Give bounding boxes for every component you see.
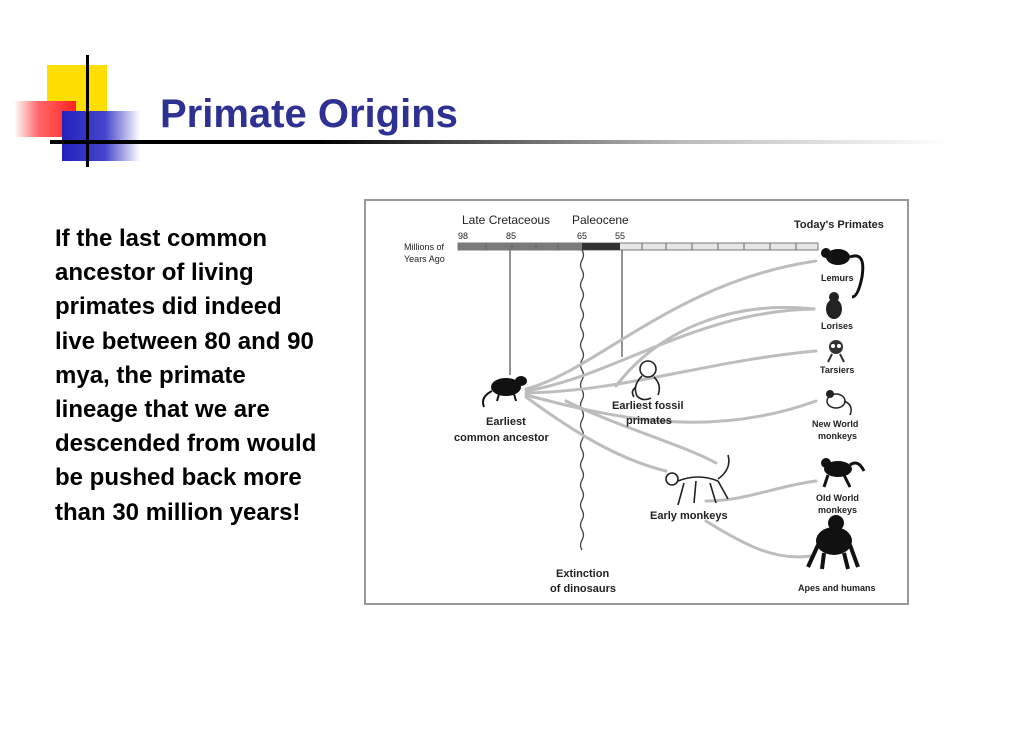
extinction-label-line1: Extinction <box>556 568 609 580</box>
extinction-label-line2: of dinosaurs <box>550 583 616 595</box>
timeline-ticks <box>485 243 797 250</box>
period-label-paleocene: Paleocene <box>572 213 629 227</box>
slide-body-text: If the last common ancestor of living pr… <box>55 225 317 526</box>
fossil-label-line1: Earliest fossil <box>612 400 684 412</box>
group-label-tarsiers: Tarsiers <box>820 365 854 375</box>
tick-label-85: 85 <box>506 231 516 241</box>
timeline-paleocene-segment <box>582 243 620 250</box>
ancestor-animal-icon <box>482 376 527 408</box>
diagram-canvas: Late Cretaceous Paleocene Today's Primat… <box>404 213 884 595</box>
early-monkey-skeleton-icon <box>665 454 730 506</box>
lemur-icon <box>821 248 865 299</box>
tick-label-65: 65 <box>577 231 587 241</box>
primate-evolution-diagram: Late Cretaceous Paleocene Today's Primat… <box>364 199 909 605</box>
group-label-new-world-line1: New World <box>812 419 858 429</box>
deco-vertical-line <box>86 55 89 167</box>
group-label-old-world-line2: monkeys <box>818 505 857 515</box>
fossil-label-line2: primates <box>626 415 672 427</box>
branch-lines <box>524 259 818 559</box>
axis-label-line1: Millions of <box>404 242 445 252</box>
extinction-wavy-line <box>579 249 585 551</box>
ape-icon <box>806 515 860 570</box>
timeline-cretaceous-segment <box>458 243 582 250</box>
deco-blue-square <box>62 111 140 161</box>
branch-old-world <box>704 479 818 503</box>
branch-lemurs <box>524 259 818 391</box>
branch-new-world <box>524 393 818 424</box>
branch-lorises <box>524 307 816 393</box>
tick-label-55: 55 <box>615 231 625 241</box>
new-world-monkey-icon <box>826 390 852 416</box>
old-world-monkey-icon <box>821 458 866 488</box>
ancestor-label-line2: common ancestor <box>454 432 549 444</box>
group-label-lorises: Lorises <box>821 321 853 331</box>
todays-primates-header: Today's Primates <box>794 219 884 231</box>
early-monkeys-label: Early monkeys <box>650 510 728 522</box>
title-rule <box>50 140 950 144</box>
branch-apes <box>704 519 813 559</box>
tick-label-98: 98 <box>458 231 468 241</box>
group-label-new-world-line2: monkeys <box>818 431 857 441</box>
branch-early-monkeys <box>524 395 668 473</box>
group-label-old-world-line1: Old World <box>816 493 859 503</box>
fossil-primate-icon <box>631 360 661 401</box>
tarsier-icon <box>827 340 845 363</box>
ancestor-label-line1: Earliest <box>486 416 526 428</box>
loris-icon <box>826 292 842 319</box>
axis-label-line2: Years Ago <box>404 254 445 264</box>
period-label-late-cretaceous: Late Cretaceous <box>462 213 550 227</box>
slide-title: Primate Origins <box>160 92 458 136</box>
group-label-apes-humans: Apes and humans <box>798 583 876 593</box>
group-label-lemurs: Lemurs <box>821 273 854 283</box>
